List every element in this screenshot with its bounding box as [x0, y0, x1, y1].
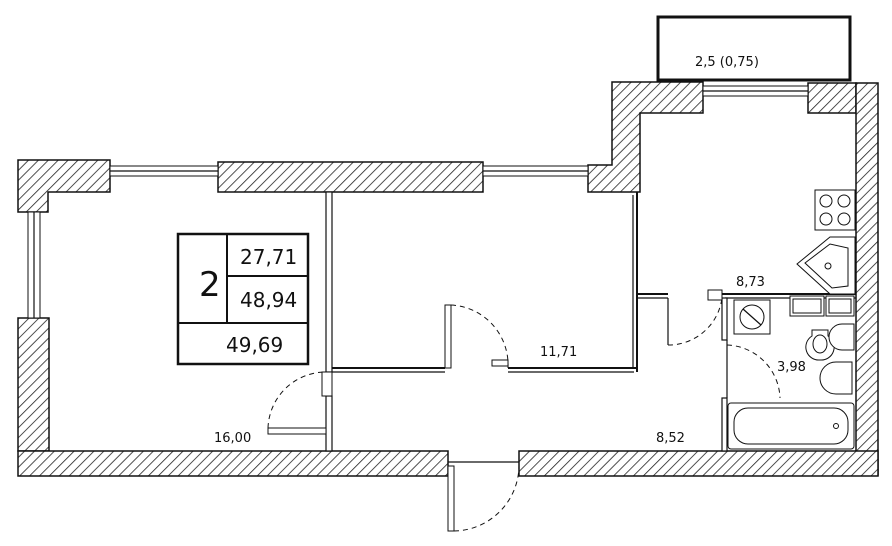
partition-bathroom-lower: [721, 397, 728, 452]
outer-walls: [17, 81, 879, 477]
door-bathroom-swing: [726, 344, 781, 399]
wall-bottom-left: [17, 450, 449, 477]
doors: [267, 289, 781, 532]
wall-top-right: [807, 82, 857, 114]
area-kitchen: 8,73: [736, 275, 765, 290]
door-entrance-swing: [453, 465, 520, 532]
area-room-middle: 11,71: [540, 345, 577, 360]
area-bathroom: 3,98: [777, 360, 806, 375]
burner-icon: [819, 212, 833, 226]
burner-icon: [837, 212, 851, 226]
interior-walls: [325, 191, 856, 452]
washbasin: [819, 361, 853, 395]
partition-rooms-lower: [325, 395, 333, 452]
shower-fixture: [828, 323, 855, 351]
windows: [27, 85, 809, 319]
wall-top-left-corner: [17, 159, 111, 213]
area-room-large: 16,00: [214, 431, 251, 446]
door-entrance-leaf: [447, 465, 455, 532]
living-area: 27,71: [240, 245, 297, 269]
burner-icon: [819, 194, 833, 208]
balcony: [656, 15, 852, 82]
wall-right: [855, 82, 879, 476]
wall-left: [17, 317, 50, 452]
kitchen-fixtures: [789, 189, 856, 317]
partition-bathroom: [721, 297, 728, 341]
door-large-room-leaf: [267, 427, 327, 435]
bathroom-fixtures: [727, 299, 855, 450]
wall-top-right-step: [587, 81, 704, 193]
wall-top-center: [217, 161, 484, 193]
burner-icon: [837, 194, 851, 208]
wall-bottom-right: [518, 450, 879, 477]
area-hallway: 8,52: [656, 431, 685, 446]
summary-table: 2 27,71 48,94 49,69: [176, 232, 310, 366]
door-middle-room-swing: [450, 304, 509, 369]
total-area: 48,94: [240, 288, 297, 312]
rooms-count: 2: [199, 265, 221, 305]
total-area-with-balcony: 49,69: [226, 333, 283, 357]
door-kitchen-swing: [667, 297, 723, 346]
door-middle-room-leaf: [444, 304, 452, 369]
door-large-room-swing: [267, 371, 327, 429]
partition-rooms: [325, 191, 333, 373]
stove: [814, 189, 856, 231]
area-balcony: 2,5 (0,75): [695, 55, 759, 70]
